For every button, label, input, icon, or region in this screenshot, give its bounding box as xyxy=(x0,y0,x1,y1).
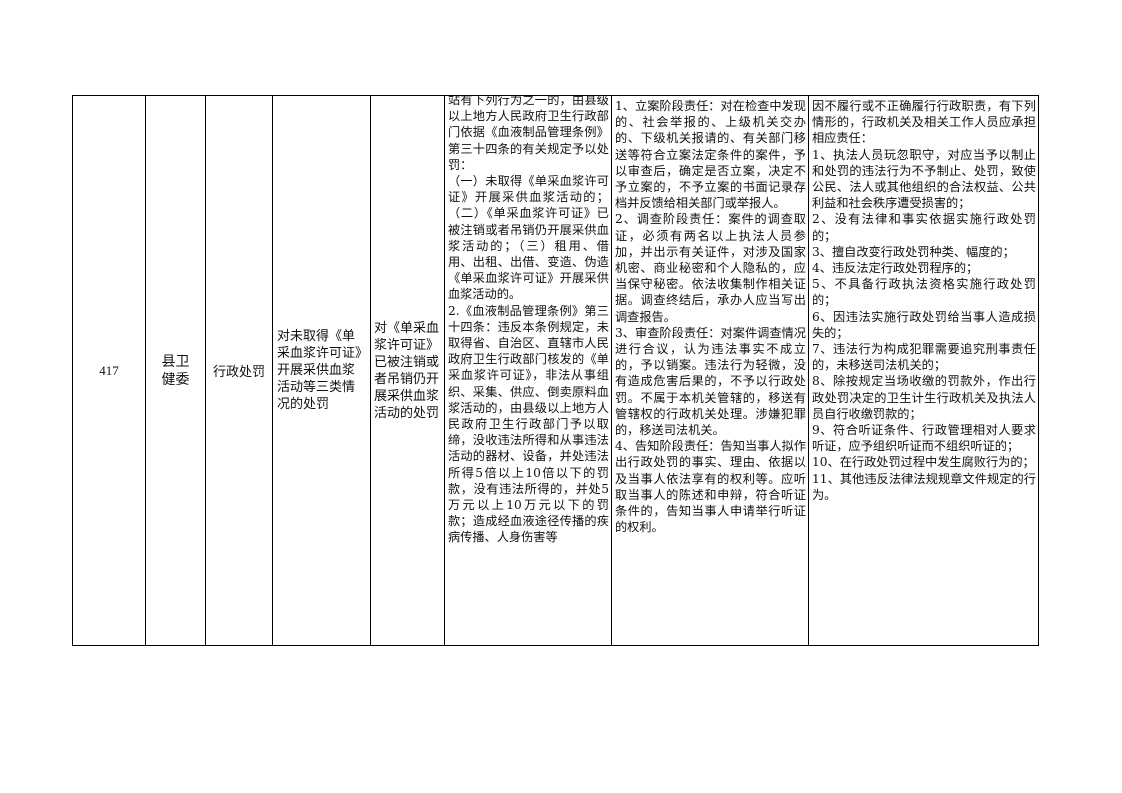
liability-paragraph: 1、执法人员玩忽职守，对应当予以制止和处罚的违法行为不予制止、处罚，致使公民、法… xyxy=(812,147,1036,211)
sub-item-cell: 对《单采血浆许可证》已被注销或者吊销仍开展采供血浆活动的处罚 xyxy=(370,95,445,646)
power-type: 行政处罚 xyxy=(212,365,265,380)
department-cell: 县卫健委 xyxy=(145,95,206,646)
liability-paragraph: 3、擅自改变行政处罚种类、幅度的； xyxy=(812,244,1015,259)
basis-cell: 站有下列行为之一的，由县级以上地方人民政府卫生行政部门依据《血液制品管理条例》第… xyxy=(444,95,612,646)
liability-cell: 因不履行或不正确履行行政职责，有下列情形的，行政机关及相关工作人员应承担相应责任… xyxy=(808,95,1039,646)
liability-paragraph: 9、符合听证条件、行政管理相对人要求听证，应予组织听证而不组织听证的； xyxy=(812,423,1036,454)
sub-item-text: 对《单采血浆许可证》已被注销或者吊销仍开展采供血浆活动的处罚 xyxy=(374,320,440,421)
liability-paragraph: 4、违反法定行政处罚程序的； xyxy=(812,261,979,276)
accountability-items: 因不履行或不正确履行行政职责，有下列情形的，行政机关及相关工作人员应承担相应责任… xyxy=(810,97,1038,645)
liability-paragraph: 8、除按规定当场收缴的罚款外，作出行政处罚决定的卫生计生行政机关及执法人员自行收… xyxy=(812,374,1036,421)
basis-paragraph: 2.《血液制品管理条例》第三十四条：违反本条例规定，未取得省、自治区、直辖市人民… xyxy=(448,303,609,545)
item-name: 对未取得《单采血浆许可证》开展采供血浆活动等三类情况的处罚 xyxy=(277,329,362,412)
item-name-cell: 对未取得《单采血浆许可证》开展采供血浆活动等三类情况的处罚 xyxy=(272,95,371,646)
duty-paragraph: 4、告知阶段责任：告知当事人拟作出行政处罚的事实、理由、依据以及当事人依法享有的… xyxy=(615,439,806,535)
duty-paragraph: 2、调查阶段责任：案件的调查取证，必须有两名以上执法人员参加，并出示有关证件，对… xyxy=(615,212,806,324)
power-type-cell: 行政处罚 xyxy=(205,95,273,646)
sub-item: 对《单采血浆许可证》已被注销或者吊销仍开展采供血浆活动的处罚 xyxy=(372,97,444,645)
row-number: 417 xyxy=(99,362,119,378)
liability-paragraph: 6、因违法实施行政处罚给当事人造成损失的； xyxy=(812,309,1036,340)
liability-paragraph: 11、其他违反法律法规规章文件规定的行为。 xyxy=(812,471,1036,502)
responsibility-items: 1、立案阶段责任：对在检查中发现的、社会举报的、上级机关交办的、下级机关报请的、… xyxy=(613,97,808,645)
basis-paragraph: （一）未取得《单采血浆许可证》开展采供血浆活动的；（二）《单采血浆许可证》已被注… xyxy=(448,174,609,302)
liability-paragraph: 5、不具备行政执法资格实施行政处罚的； xyxy=(812,277,1036,308)
duty-cell: 1、立案阶段责任：对在检查中发现的、社会举报的、上级机关交办的、下级机关报请的、… xyxy=(611,95,809,646)
legal-basis: 站有下列行为之一的，由县级以上地方人民政府卫生行政部门依据《血液制品管理条例》第… xyxy=(446,96,611,645)
liability-paragraph: 2、没有法律和事实依据实施行政处罚的； xyxy=(812,212,1036,243)
liability-paragraph: 7、违法行为构成犯罪需要追究刑事责任的，未移送司法机关的； xyxy=(812,342,1036,373)
table-row: 417 县卫健委 行政处罚 对未取得《单采血浆许可证》开展采供血浆活动等三类情况… xyxy=(72,95,1039,646)
basis-paragraph: 站有下列行为之一的，由县级以上地方人民政府卫生行政部门依据《血液制品管理条例》第… xyxy=(448,96,609,172)
duty-paragraph: 1、立案阶段责任：对在检查中发现的、社会举报的、上级机关交办的、下级机关报请的、… xyxy=(615,99,806,211)
liability-paragraph: 因不履行或不正确履行行政职责，有下列情形的，行政机关及相关工作人员应承担相应责任… xyxy=(812,99,1036,146)
duty-paragraph: 3、审查阶段责任：对案件调查情况进行合议，认为违法事实不成立的，予以销案。违法行… xyxy=(615,325,806,438)
number-cell: 417 xyxy=(72,95,146,646)
liability-paragraph: 10、在行政处罚过程中发生腐败行为的； xyxy=(812,455,1035,470)
power-list-table: 417 县卫健委 行政处罚 对未取得《单采血浆许可证》开展采供血浆活动等三类情况… xyxy=(72,95,1039,646)
department-name: 县卫健委 xyxy=(161,353,190,388)
